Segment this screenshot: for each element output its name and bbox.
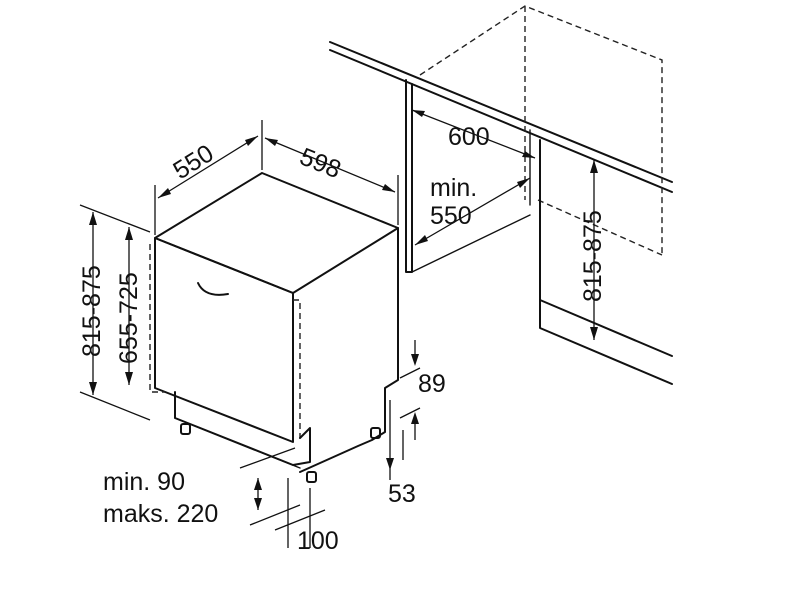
foot-front-left (180, 423, 191, 435)
dim-foot-offset-line (274, 478, 326, 548)
dishwasher-body (149, 172, 399, 483)
dim-depth-arrow-a (158, 188, 171, 198)
cabinet-plinth (539, 299, 673, 385)
door-handle (197, 282, 229, 296)
worktop-back-edge (329, 49, 673, 193)
dim-foot-clearance-arrow-b (254, 498, 262, 510)
dim-plinth-arrow-b (411, 412, 419, 424)
dimension-lines (79, 109, 598, 548)
dim-total-height-arrow-a (89, 212, 97, 225)
dim-foot-clearance-arrow-a (254, 478, 262, 490)
dim-foot-clearance-line (239, 447, 301, 526)
dim-niche-depth-line (414, 177, 531, 246)
label-foot-clearance-max: maks. 220 (103, 500, 218, 528)
dim-depth-arrow-b (245, 136, 258, 146)
dim-niche-depth-arrow-a (415, 235, 428, 245)
label-total-height: 815-875 (78, 265, 106, 357)
dim-niche-width-arrow-a (412, 110, 425, 117)
dim-total-height-line (79, 204, 151, 421)
dishwasher-plinth (174, 391, 311, 466)
door-dashed-left (149, 244, 165, 393)
door-dashed-right (293, 299, 301, 438)
dim-appliance-height-arrow-b (125, 372, 133, 385)
dim-niche-height-arrow-a (590, 160, 598, 173)
niche-outline (329, 5, 673, 385)
worktop-front-edge (329, 41, 673, 183)
label-niche-height: 815-875 (579, 210, 607, 302)
dishwasher-door (154, 237, 294, 443)
dim-depth-line (154, 120, 263, 235)
dim-width-arrow-a (265, 138, 278, 146)
cabinet-base-top (539, 299, 673, 357)
niche-dashed-top (419, 5, 663, 255)
dim-niche-depth-arrow-b (517, 178, 530, 188)
plinth-bottom (174, 417, 301, 469)
label-plinth-height: 89 (418, 370, 446, 398)
dim-width-line (264, 137, 399, 225)
foot-front-right (306, 471, 317, 483)
dim-width-arrow-b (382, 184, 395, 192)
dim-step-arrow-a (386, 458, 394, 470)
dim-step-line (389, 400, 404, 480)
label-depth: 550 (168, 139, 218, 185)
dim-niche-width-line (411, 109, 536, 159)
niche-side-panel-left (405, 79, 413, 273)
label-width: 598 (296, 143, 345, 185)
dishwasher-side (299, 227, 399, 473)
foot-back-right (370, 427, 381, 439)
label-foot-clearance-min: min. 90 (103, 468, 185, 496)
dim-niche-width-arrow-b (522, 151, 535, 158)
niche-dashed-floor (537, 199, 663, 256)
dishwasher-top (154, 172, 399, 294)
label-foot-offset: 100 (297, 527, 339, 555)
dim-total-height-arrow-b (89, 382, 97, 395)
label-niche-depth-min: min. (430, 174, 477, 202)
label-niche-depth-value: 550 (430, 202, 472, 230)
niche-floor-edge (411, 214, 531, 273)
dim-niche-height-arrow-b (590, 327, 598, 340)
label-appliance-height: 655-725 (115, 272, 143, 364)
dim-appliance-height-arrow-a (125, 227, 133, 240)
dim-plinth-line (399, 340, 421, 440)
dim-plinth-arrow-a (411, 354, 419, 366)
label-plinth-step: 53 (388, 480, 416, 508)
label-niche-width: 600 (448, 123, 490, 151)
